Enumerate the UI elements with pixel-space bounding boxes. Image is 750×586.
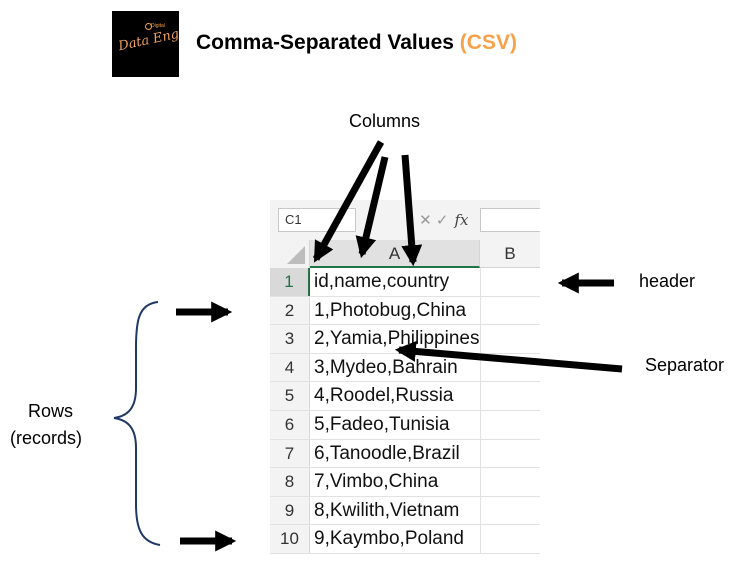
- formula-input[interactable]: [480, 208, 540, 232]
- grid-line: [480, 496, 481, 525]
- grid-line: [480, 525, 481, 553]
- grid-line: [480, 468, 481, 496]
- cell-a10[interactable]: 9,Kaymbo,Poland: [314, 528, 464, 550]
- row-number[interactable]: 9: [270, 496, 310, 525]
- grid-line: [480, 382, 481, 410]
- name-box[interactable]: C1: [278, 208, 356, 232]
- cell-a1[interactable]: id,name,country: [314, 271, 450, 292]
- separator-label: Separator: [645, 355, 725, 375]
- row-number[interactable]: 6: [270, 410, 310, 439]
- row-number[interactable]: 2: [270, 296, 310, 325]
- row-number[interactable]: 1: [270, 268, 310, 296]
- formula-icons: ⋮ ✕ ✓ fx: [400, 208, 469, 232]
- page-title: Comma-Separated Values (CSV): [196, 31, 517, 55]
- rows-label: Rows: [28, 401, 74, 421]
- cell-a9[interactable]: 8,Kwilith,Vietnam: [314, 499, 460, 521]
- cell-a8[interactable]: 7,Vimbo,China: [314, 471, 439, 493]
- rows-brace-icon: [113, 301, 161, 546]
- select-all-icon: [287, 246, 305, 264]
- logo-mark: [145, 23, 152, 30]
- columns-label: Columns: [349, 111, 421, 131]
- column-header-b[interactable]: B: [504, 244, 516, 263]
- formula-bar: C1 ⋮ ✕ ✓ fx: [270, 200, 540, 240]
- title-accent: (CSV): [459, 31, 517, 54]
- cell-a5[interactable]: 4,Roodel,Russia: [314, 385, 454, 407]
- records-label: (records): [10, 428, 83, 448]
- cell-a2[interactable]: 1,Photobug,China: [314, 299, 467, 321]
- cell-a4[interactable]: 3,Mydeo,Bahrain: [314, 356, 458, 378]
- grid-line: [480, 296, 481, 325]
- grid-line: [480, 268, 481, 296]
- grid-line: [480, 353, 481, 382]
- cell-a7[interactable]: 6,Tanoodle,Brazil: [314, 442, 460, 464]
- header-label: header: [639, 271, 696, 291]
- select-all-corner[interactable]: [270, 240, 310, 268]
- column-header-a[interactable]: A: [310, 240, 480, 268]
- row-number[interactable]: 7: [270, 439, 310, 468]
- grid-line: [480, 410, 481, 439]
- cell-a3[interactable]: 2,Yamia,Philippines: [314, 328, 480, 350]
- logo: Digital Data Eng: [112, 11, 181, 77]
- fx-icon[interactable]: fx: [454, 211, 469, 229]
- row-number[interactable]: 4: [270, 353, 310, 382]
- title-main: Comma-Separated Values: [196, 31, 460, 54]
- row-number[interactable]: 10: [270, 525, 310, 553]
- grid-line: [480, 325, 481, 353]
- row-number[interactable]: 3: [270, 325, 310, 353]
- grid-line: [480, 439, 481, 468]
- logo-text: Data Eng: [117, 26, 181, 55]
- cell-a6[interactable]: 5,Fadeo,Tunisia: [314, 413, 450, 435]
- row-number[interactable]: 5: [270, 382, 310, 410]
- row-number[interactable]: 8: [270, 468, 310, 496]
- logo-subtext: Digital: [151, 23, 165, 29]
- formula-actions[interactable]: ⋮ ✕ ✓: [400, 212, 449, 229]
